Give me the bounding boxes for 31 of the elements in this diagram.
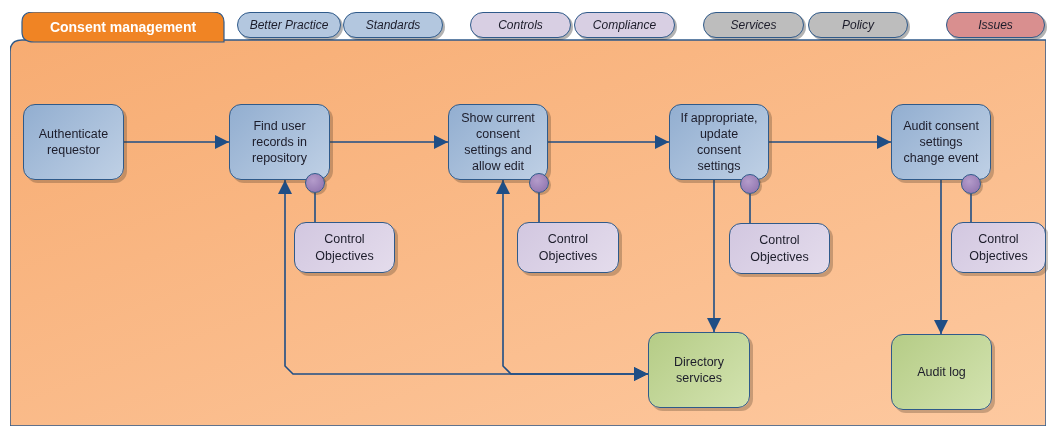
category-tab: Issues (946, 12, 1045, 38)
arrow (768, 135, 892, 149)
category-tab: Policy (808, 12, 908, 38)
process-box: Find user records in repository (229, 104, 330, 180)
process-box: Authenticate requestor (23, 104, 124, 180)
category-tab: Standards (343, 12, 443, 38)
arrow (496, 179, 649, 381)
control-objectives-box: Control Objectives (951, 222, 1046, 273)
connector-line (314, 192, 316, 223)
category-tab: Services (703, 12, 804, 38)
arrow (707, 179, 721, 333)
process-box: Show current consent settings and allow edit (448, 104, 548, 180)
arrow (123, 135, 230, 149)
connector-line (970, 193, 972, 223)
system-box: Directory services (648, 332, 750, 408)
lane-title: Consent management (48, 19, 198, 35)
control-objectives-box: Control Objectives (294, 222, 395, 273)
arrow (329, 135, 449, 149)
connector-line (749, 193, 751, 224)
system-box: Audit log (891, 334, 992, 410)
control-objectives-box: Control Objectives (729, 223, 830, 274)
swimlane (10, 12, 1046, 426)
arrow (547, 135, 670, 149)
control-objectives-box: Control Objectives (517, 222, 619, 273)
category-tab: Better Practice (237, 12, 341, 38)
process-box: If appropriate, update consent settings (669, 104, 769, 180)
process-box: Audit consent settings change event (891, 104, 991, 180)
connector-line (538, 192, 540, 223)
arrow (934, 179, 948, 335)
category-tab: Controls (470, 12, 571, 38)
category-tab: Compliance (574, 12, 675, 38)
